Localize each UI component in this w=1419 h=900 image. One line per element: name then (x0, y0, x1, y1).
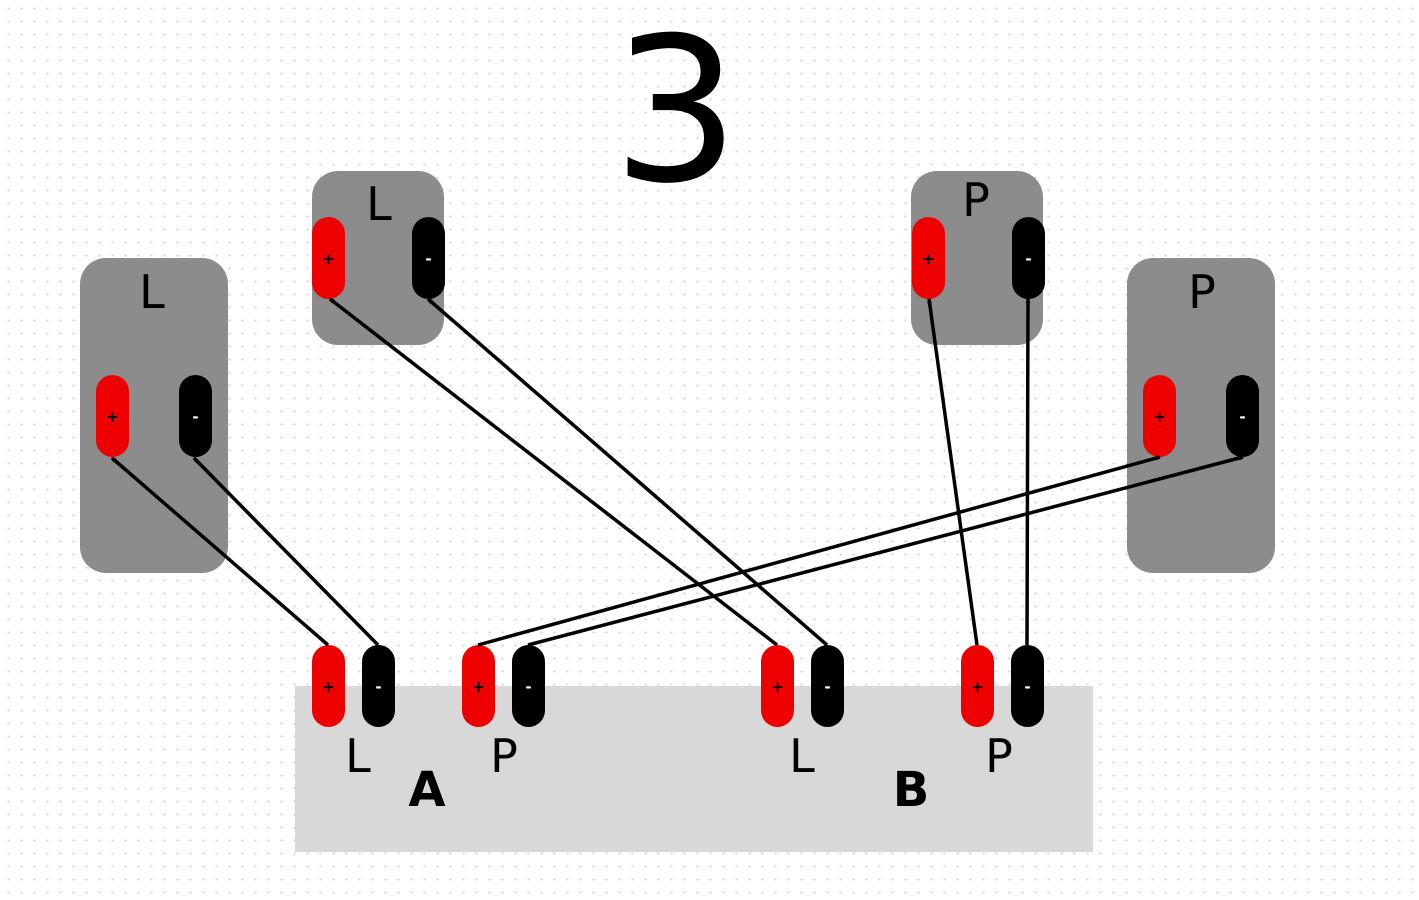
minus-sign: - (1025, 250, 1031, 268)
wire-b-l-positive (328, 297, 779, 647)
amp-negative-terminal: - (811, 645, 844, 727)
plus-sign: + (922, 250, 935, 268)
minus-sign: - (192, 408, 198, 426)
minus-sign: - (1024, 678, 1030, 696)
speaker-positive-terminal: + (1143, 375, 1176, 457)
speaker-negative-terminal: - (1226, 375, 1259, 457)
wire-a-p-positive (477, 455, 1160, 647)
plus-sign: + (322, 678, 335, 696)
plus-sign: + (1153, 408, 1166, 426)
amp-positive-terminal: + (961, 645, 994, 727)
amp-output-b-p: + - P (961, 645, 1044, 783)
speaker-positive-terminal: + (96, 375, 129, 457)
wire-b-p-negative (1025, 299, 1028, 646)
output-label: P (490, 729, 518, 783)
minus-sign: - (824, 678, 830, 696)
plus-sign: + (971, 678, 984, 696)
output-label: L (345, 729, 371, 783)
wire-a-p-negative (527, 455, 1243, 647)
minus-sign: - (425, 250, 431, 268)
plus-sign: + (771, 678, 784, 696)
speaker-negative-terminal: - (179, 375, 212, 457)
plus-sign: + (472, 678, 485, 696)
output-label: L (789, 729, 815, 783)
wire-b-l-negative (426, 297, 829, 647)
amplifier-body (295, 686, 1093, 852)
speaker-right-outer: P + - (1127, 258, 1275, 573)
minus-sign: - (1239, 408, 1245, 426)
speaker-right-inner: P + - (911, 171, 1045, 345)
wires (110, 297, 1243, 647)
amp-channel-a-label: A (408, 762, 445, 818)
amp-output-a-p: + - P (462, 645, 545, 783)
speaker-box (80, 258, 228, 573)
speaker-label: L (139, 265, 165, 319)
amp-output-b-l: + - L (761, 645, 844, 783)
output-label: P (985, 729, 1013, 783)
speaker-box (911, 171, 1043, 345)
wire-b-p-positive (929, 299, 979, 646)
speaker-box (312, 171, 444, 345)
minus-sign: - (375, 678, 381, 696)
amp-output-a-l: + - L (312, 645, 395, 783)
speaker-positive-terminal: + (312, 217, 345, 299)
speaker-positive-terminal: + (912, 217, 945, 299)
amp-negative-terminal: - (512, 645, 545, 727)
speaker-label: L (366, 177, 392, 231)
speaker-box (1127, 258, 1275, 573)
plus-sign: + (322, 250, 335, 268)
wire-a-l-negative (192, 456, 380, 647)
amp-positive-terminal: + (761, 645, 794, 727)
amp-negative-terminal: - (362, 645, 395, 727)
plus-sign: + (106, 408, 119, 426)
speaker-negative-terminal: - (412, 217, 445, 299)
speaker-negative-terminal: - (1012, 217, 1045, 299)
speaker-label: P (962, 173, 990, 227)
amp-positive-terminal: + (462, 645, 495, 727)
amp-negative-terminal: - (1011, 645, 1044, 727)
speaker-left-outer: L + - (80, 258, 228, 573)
amp-channel-b-label: B (893, 762, 930, 818)
wire-a-l-positive (110, 456, 330, 647)
diagram-title: 3 (612, 0, 739, 228)
minus-sign: - (525, 678, 531, 696)
speaker-left-inner: L + - (312, 171, 445, 345)
amp-positive-terminal: + (312, 645, 345, 727)
speaker-label: P (1188, 265, 1216, 319)
